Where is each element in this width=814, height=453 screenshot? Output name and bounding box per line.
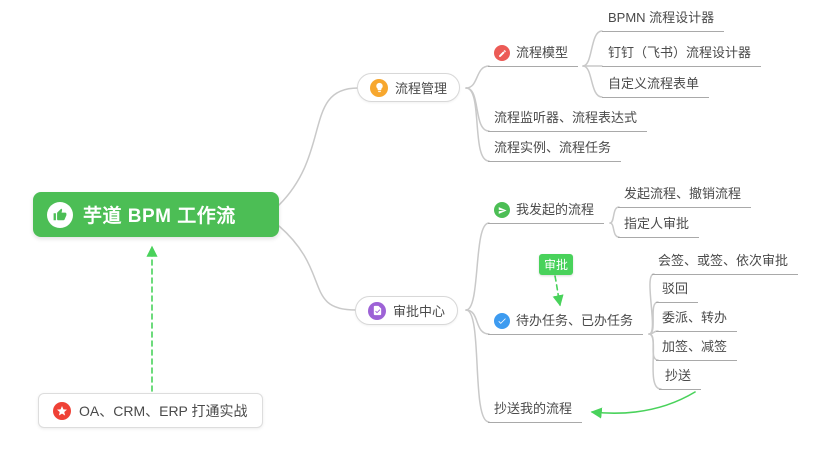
relation-arrow-cc: [590, 391, 696, 419]
node-todo-done[interactable]: 待办任务、已办任务: [488, 313, 644, 335]
leaf-listener-expression[interactable]: 流程监听器、流程表达式: [488, 110, 648, 132]
send-icon: [494, 202, 510, 218]
leaf-custom-form[interactable]: 自定义流程表单: [602, 76, 710, 98]
node-label: BPMN 流程设计器: [608, 10, 715, 25]
node-label: 流程监听器、流程表达式: [494, 110, 638, 125]
node-label: 发起流程、撤销流程: [624, 186, 742, 201]
branch-label: 审批中心: [393, 304, 446, 319]
node-label: 流程实例、流程任务: [494, 140, 612, 155]
node-process-model[interactable]: 流程模型: [488, 45, 579, 67]
node-label: 会签、或签、依次审批: [658, 253, 789, 268]
lightbulb-icon: [370, 78, 388, 97]
relation-label-approve[interactable]: 审批: [539, 254, 573, 275]
leaf-delegate-transfer[interactable]: 委派、转办: [656, 310, 738, 332]
practice-note-node[interactable]: OA、CRM、ERP 打通实战: [38, 393, 263, 428]
star-icon: [53, 401, 71, 420]
node-label: 自定义流程表单: [608, 76, 700, 91]
node-label: 委派、转办: [662, 310, 728, 325]
leaf-dingtalk-designer[interactable]: 钉钉（飞书）流程设计器: [602, 45, 762, 67]
leaf-assignee-approval[interactable]: 指定人审批: [618, 216, 700, 238]
leaf-countersign[interactable]: 会签、或签、依次审批: [652, 253, 799, 275]
node-label: 指定人审批: [624, 216, 690, 231]
node-label: 抄送: [665, 368, 692, 383]
pencil-icon: [494, 45, 510, 61]
practice-note-label: OA、CRM、ERP 打通实战: [79, 402, 248, 419]
document-check-icon: [368, 301, 386, 320]
mindmap-root-node[interactable]: 芋道 BPM 工作流: [33, 192, 279, 237]
node-label: 抄送我的流程: [494, 401, 573, 416]
leaf-cc-my-process[interactable]: 抄送我的流程: [488, 401, 583, 423]
branch-approval-center[interactable]: 审批中心: [355, 296, 459, 325]
thumbs-up-icon: [47, 201, 73, 228]
leaf-add-reduce-sign[interactable]: 加签、减签: [656, 339, 738, 361]
leaf-reject[interactable]: 驳回: [656, 281, 699, 303]
node-my-initiated[interactable]: 我发起的流程: [488, 202, 605, 224]
node-label: 驳回: [662, 281, 689, 296]
relation-arrow-approve: [552, 275, 564, 307]
leaf-initiate-cancel[interactable]: 发起流程、撤销流程: [618, 186, 752, 208]
leaf-cc[interactable]: 抄送: [659, 368, 702, 390]
node-label: 待办任务、已办任务: [516, 313, 634, 328]
node-label: 加签、减签: [662, 339, 728, 354]
leaf-bpmn-designer[interactable]: BPMN 流程设计器: [602, 10, 725, 32]
node-label: 我发起的流程: [516, 202, 595, 217]
relation-label-text: 审批: [543, 258, 568, 272]
branch-process-management[interactable]: 流程管理: [357, 73, 461, 102]
leaf-instance-task[interactable]: 流程实例、流程任务: [488, 140, 622, 162]
branch-label: 流程管理: [395, 81, 448, 96]
check-icon: [494, 313, 510, 329]
node-label: 钉钉（飞书）流程设计器: [608, 45, 752, 60]
root-label: 芋道 BPM 工作流: [83, 206, 236, 227]
node-label: 流程模型: [516, 45, 569, 60]
